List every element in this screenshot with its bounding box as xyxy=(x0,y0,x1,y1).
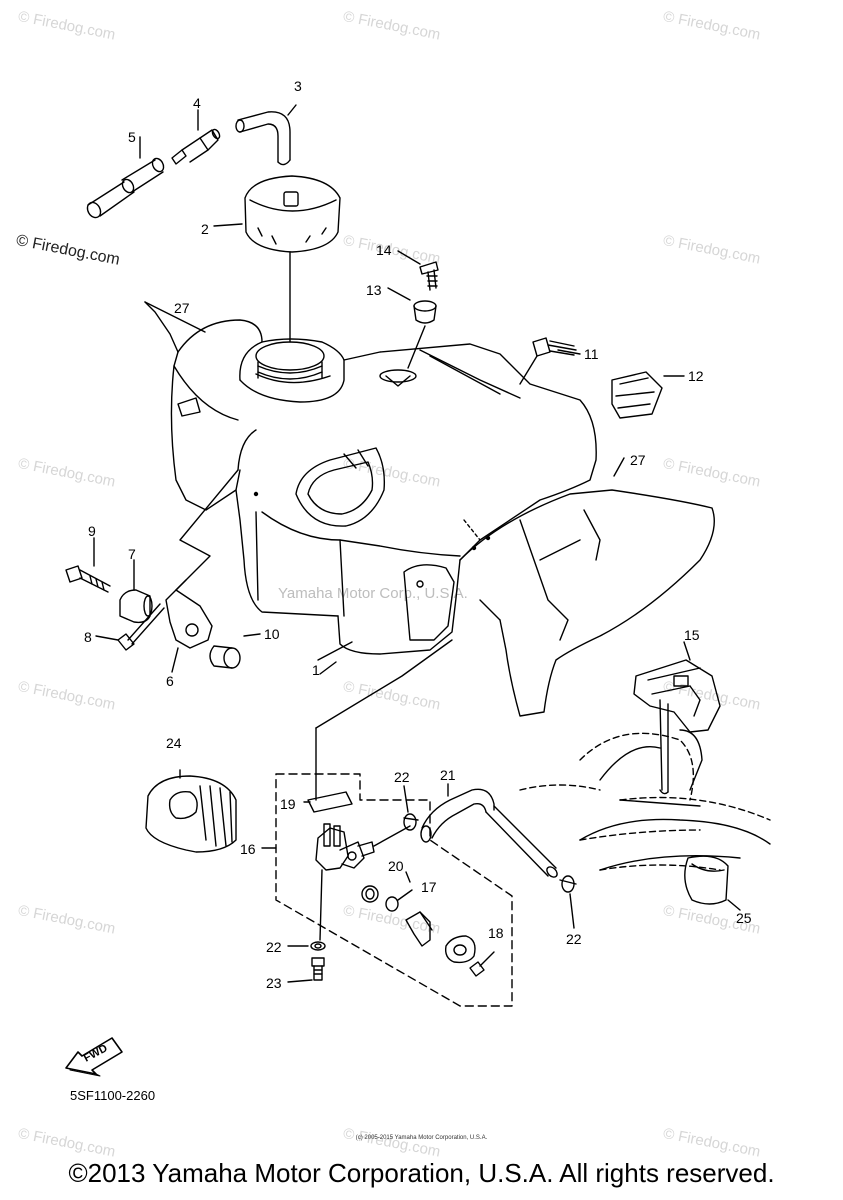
part-25-cushion xyxy=(145,769,237,853)
callout-27-left: 27 xyxy=(174,300,190,316)
leader-tank-bracket xyxy=(175,469,239,591)
callout-11: 11 xyxy=(584,346,599,362)
part-8-screw xyxy=(117,603,165,651)
part-12-clip xyxy=(611,371,663,419)
callout-25: 24 xyxy=(166,735,182,751)
part-3-pipe xyxy=(235,104,297,166)
callout-26: 25 xyxy=(736,910,752,926)
fine-print: (c) 2005-2015 Yamaha Motor Corporation, … xyxy=(355,1135,488,1141)
callout-15: 15 xyxy=(684,627,700,643)
part-27-right-shroud xyxy=(459,489,715,717)
part-16-fuel-cock xyxy=(315,823,411,941)
part-26-cushion xyxy=(684,855,741,911)
part-9-bolt xyxy=(65,565,111,593)
part-20-oring xyxy=(361,885,379,903)
frame-outline xyxy=(463,519,481,541)
callout-1: 1 xyxy=(312,662,320,678)
callout-12: 12 xyxy=(688,368,704,384)
copyright: ©2013 Yamaha Motor Corporation, U.S.A. A… xyxy=(68,1158,775,1188)
callout-4: 4 xyxy=(193,95,201,111)
part-1-tank xyxy=(144,301,597,655)
callout-23: 22 xyxy=(266,939,282,955)
part-lever xyxy=(405,911,433,947)
callout-19: 19 xyxy=(280,796,296,812)
frame-solid xyxy=(579,729,771,871)
fwd-arrow-icon: FWD xyxy=(65,1037,123,1077)
part-plate xyxy=(444,935,476,964)
callout-13: 13 xyxy=(366,282,382,298)
part-11-bolt xyxy=(519,337,577,385)
callout-22-bottom: 22 xyxy=(566,931,582,947)
callout-9: 9 xyxy=(88,523,96,539)
callout-7: 7 xyxy=(128,546,136,562)
callout-14: 14 xyxy=(376,242,392,258)
callout-24: 23 xyxy=(266,975,282,991)
part-13-damper xyxy=(407,300,437,369)
part-4-valve xyxy=(171,128,221,165)
part-15-bracket xyxy=(633,659,721,795)
callout-20: 20 xyxy=(388,858,404,874)
callout-17: 17 xyxy=(421,879,437,895)
callout-5: 5 xyxy=(128,129,136,145)
callout-2: 2 xyxy=(201,221,209,237)
part-22-clamp xyxy=(403,785,419,831)
part-18-screw xyxy=(469,951,495,977)
callout-8: 8 xyxy=(84,629,92,645)
callout-10: 10 xyxy=(264,626,280,642)
part-2-cap xyxy=(244,175,341,343)
callout-16: 16 xyxy=(240,841,256,857)
part-22-clamp-2 xyxy=(559,875,577,929)
callout-21: 21 xyxy=(440,767,456,783)
part-10-collar xyxy=(209,645,241,669)
frame-dashed xyxy=(519,732,771,871)
callout-18: 18 xyxy=(488,925,504,941)
callout-22-top: 22 xyxy=(394,769,410,785)
part-6-bracket xyxy=(165,579,213,649)
part-5-hose xyxy=(86,157,165,219)
part-21-hose xyxy=(420,783,558,878)
part-19-screen xyxy=(303,791,353,813)
part-24-bolt xyxy=(311,957,325,981)
diagram-code: 5SF1100-2260 xyxy=(70,1088,156,1103)
center-watermark: Yamaha Motor Corp., U.S.A. xyxy=(278,585,468,602)
part-16-group-box xyxy=(261,773,513,1007)
part-23-washer xyxy=(310,941,326,951)
callout-6: 6 xyxy=(166,673,174,689)
callout-3: 3 xyxy=(294,78,302,94)
part-14-screw xyxy=(419,261,439,291)
callout-27-right: 27 xyxy=(630,452,646,468)
part-17-ring xyxy=(385,889,413,912)
